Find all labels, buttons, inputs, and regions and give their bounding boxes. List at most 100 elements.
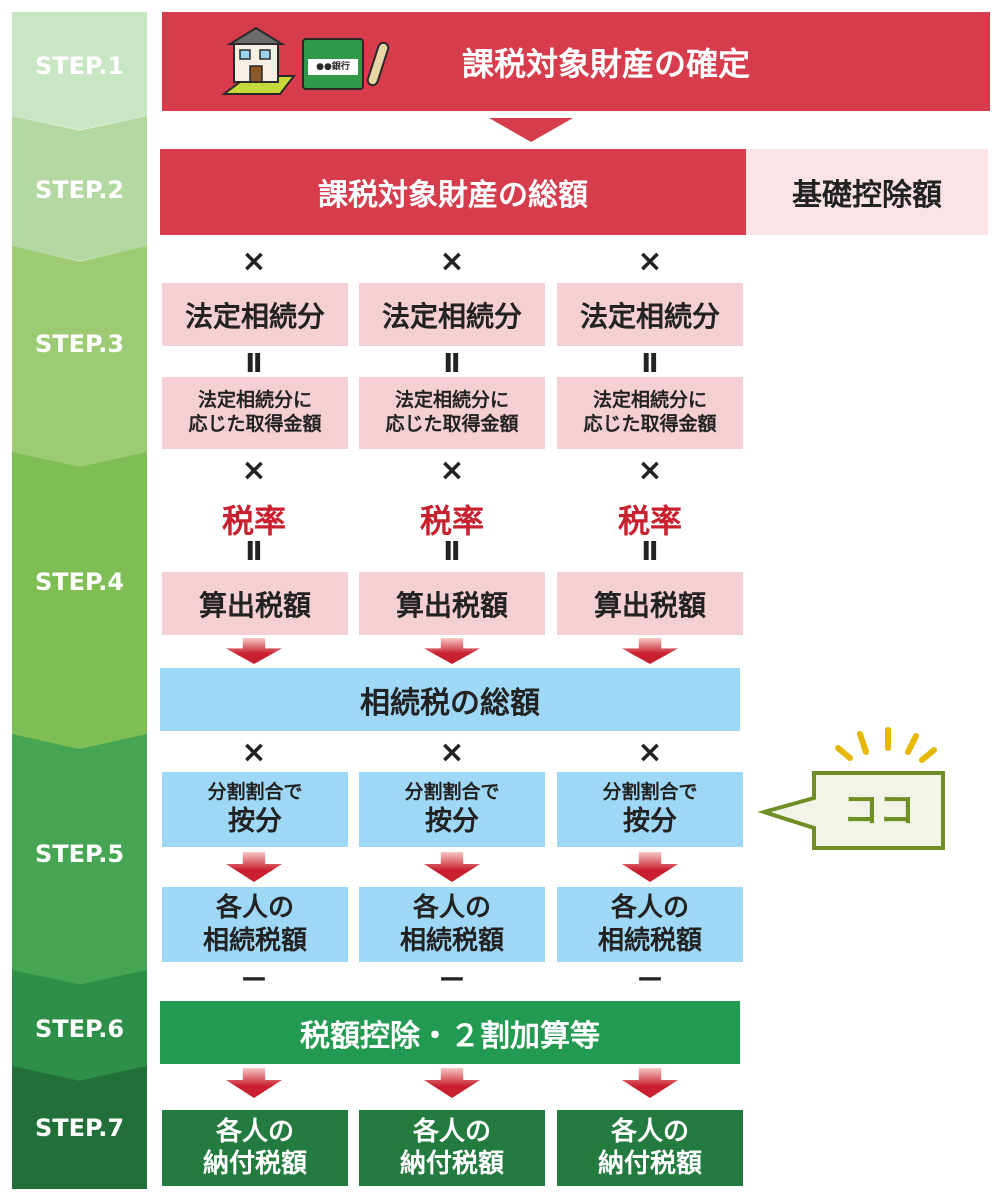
each-payment-box: 各人の 納付税額 bbox=[162, 1110, 348, 1186]
times-sign: × bbox=[241, 453, 267, 488]
down-arrow bbox=[424, 1068, 480, 1098]
equals-sign: Ⅱ bbox=[443, 537, 461, 567]
each-inheritance-tax-box: 各人の 相続税額 bbox=[557, 887, 743, 962]
pay-line-1: 各人の bbox=[610, 1116, 689, 1147]
times-sign: × bbox=[637, 453, 663, 488]
acquired-line-2: 応じた取得金額 bbox=[188, 413, 322, 435]
split-line-2: 按分 bbox=[228, 805, 282, 837]
down-arrow bbox=[226, 852, 282, 882]
basic-deduction-box: 基礎控除額 bbox=[746, 149, 988, 235]
down-arrow bbox=[424, 638, 480, 664]
calculated-tax-box: 算出税額 bbox=[162, 572, 348, 635]
down-arrow bbox=[226, 1068, 282, 1098]
pay-line-2: 納付税額 bbox=[399, 1149, 504, 1179]
step-band-6: STEP.6 bbox=[12, 970, 147, 1082]
step-label: STEP.2 bbox=[34, 176, 125, 204]
times-sign: × bbox=[241, 735, 267, 770]
acquired-amount-box: 法定相続分に 応じた取得金額 bbox=[359, 377, 545, 449]
times-sign: × bbox=[637, 244, 663, 279]
acquired-line-1: 法定相続分に bbox=[394, 389, 509, 412]
each-inheritance-tax-box: 各人の 相続税額 bbox=[162, 887, 348, 962]
each-tax-line-2: 相続税額 bbox=[597, 925, 702, 956]
acquired-line-1: 法定相続分に bbox=[592, 389, 707, 412]
speech-bubble-icon bbox=[757, 770, 948, 852]
times-sign: × bbox=[637, 735, 663, 770]
down-arrow bbox=[622, 852, 678, 882]
equals-sign: Ⅱ bbox=[245, 537, 263, 567]
taxable-total-box: 課税対象財産の総額 bbox=[160, 149, 746, 235]
tax-rate-label: 税率 bbox=[419, 502, 484, 540]
step1-title-box: ●●銀行 課税対象財産の確定 bbox=[162, 12, 990, 111]
house-icon bbox=[220, 24, 300, 100]
split-ratio-box: 分割割合で 按分 bbox=[359, 772, 545, 847]
step-label: STEP.1 bbox=[34, 52, 125, 80]
step-band-4: STEP.4 bbox=[12, 452, 147, 750]
step1-title: 課税対象財産の確定 bbox=[461, 44, 750, 83]
step-label: STEP.6 bbox=[34, 1015, 125, 1043]
minus-sign: ー bbox=[438, 966, 465, 996]
step-label: STEP.3 bbox=[34, 330, 125, 358]
step-band-2: STEP.2 bbox=[12, 116, 147, 261]
each-tax-line-2: 相続税額 bbox=[399, 925, 504, 956]
each-payment-box: 各人の 納付税額 bbox=[359, 1110, 545, 1186]
each-tax-line-1: 各人の bbox=[412, 893, 491, 923]
total-inheritance-tax-box: 相続税の総額 bbox=[160, 668, 740, 731]
split-line-2: 按分 bbox=[623, 805, 677, 837]
statutory-share-box: 法定相続分 bbox=[359, 283, 545, 346]
acquired-line-1: 法定相続分に bbox=[197, 389, 312, 412]
times-sign: × bbox=[439, 453, 465, 488]
callout-text: ココ bbox=[842, 790, 915, 831]
split-line-2: 按分 bbox=[425, 805, 479, 837]
minus-sign: ー bbox=[240, 966, 267, 996]
pay-line-1: 各人の bbox=[412, 1116, 491, 1147]
split-ratio-box: 分割割合で 按分 bbox=[162, 772, 348, 847]
equals-sign: Ⅱ bbox=[245, 349, 263, 379]
equals-sign: Ⅱ bbox=[443, 349, 461, 379]
calculated-tax-box: 算出税額 bbox=[557, 572, 743, 635]
each-payment-box: 各人の 納付税額 bbox=[557, 1110, 743, 1186]
each-tax-line-1: 各人の bbox=[215, 893, 294, 923]
down-arrow bbox=[424, 852, 480, 882]
equals-sign: Ⅱ bbox=[641, 349, 659, 379]
pay-line-2: 納付税額 bbox=[597, 1149, 702, 1179]
split-ratio-box: 分割割合で 按分 bbox=[557, 772, 743, 847]
bankbook-icon: ●●銀行 bbox=[302, 38, 364, 90]
each-tax-line-1: 各人の bbox=[610, 893, 689, 923]
down-arrow bbox=[226, 638, 282, 664]
times-sign: × bbox=[439, 735, 465, 770]
acquired-line-2: 応じた取得金額 bbox=[385, 413, 519, 435]
minus-sign: ー bbox=[636, 966, 663, 996]
each-inheritance-tax-box: 各人の 相続税額 bbox=[359, 887, 545, 962]
tax-rate-label: 税率 bbox=[617, 502, 682, 540]
times-sign: × bbox=[241, 244, 267, 279]
down-arrow bbox=[622, 638, 678, 664]
callout-sparkle bbox=[830, 724, 940, 768]
down-arrow bbox=[622, 1068, 678, 1098]
pay-line-1: 各人の bbox=[215, 1116, 294, 1147]
statutory-share-box: 法定相続分 bbox=[162, 283, 348, 346]
tax-deduction-box: 税額控除・２割加算等 bbox=[160, 1001, 740, 1064]
each-tax-line-2: 相続税額 bbox=[202, 925, 307, 956]
step-band-7: STEP.7 bbox=[12, 1066, 147, 1189]
acquired-amount-box: 法定相続分に 応じた取得金額 bbox=[557, 377, 743, 449]
step-label: STEP.5 bbox=[34, 840, 125, 868]
calculated-tax-box: 算出税額 bbox=[359, 572, 545, 635]
step-band-1: STEP.1 bbox=[12, 12, 147, 130]
split-line-1: 分割割合で bbox=[207, 780, 303, 803]
split-line-1: 分割割合で bbox=[602, 780, 698, 803]
split-line-1: 分割割合で bbox=[404, 780, 500, 803]
equals-sign: Ⅱ bbox=[641, 537, 659, 567]
bankbook-label: ●●銀行 bbox=[308, 59, 358, 75]
acquired-line-2: 応じた取得金額 bbox=[583, 413, 717, 435]
acquired-amount-box: 法定相続分に 応じた取得金額 bbox=[162, 377, 348, 449]
statutory-share-box: 法定相続分 bbox=[557, 283, 743, 346]
down-arrow-step1 bbox=[489, 118, 573, 142]
times-sign: × bbox=[439, 244, 465, 279]
stamp-icon bbox=[366, 40, 390, 90]
step-band-5: STEP.5 bbox=[12, 734, 147, 986]
step-label: STEP.4 bbox=[34, 568, 125, 596]
pay-line-2: 納付税額 bbox=[202, 1149, 307, 1179]
step-band-3: STEP.3 bbox=[12, 246, 147, 468]
step-label: STEP.7 bbox=[34, 1114, 125, 1142]
tax-rate-label: 税率 bbox=[221, 502, 286, 540]
